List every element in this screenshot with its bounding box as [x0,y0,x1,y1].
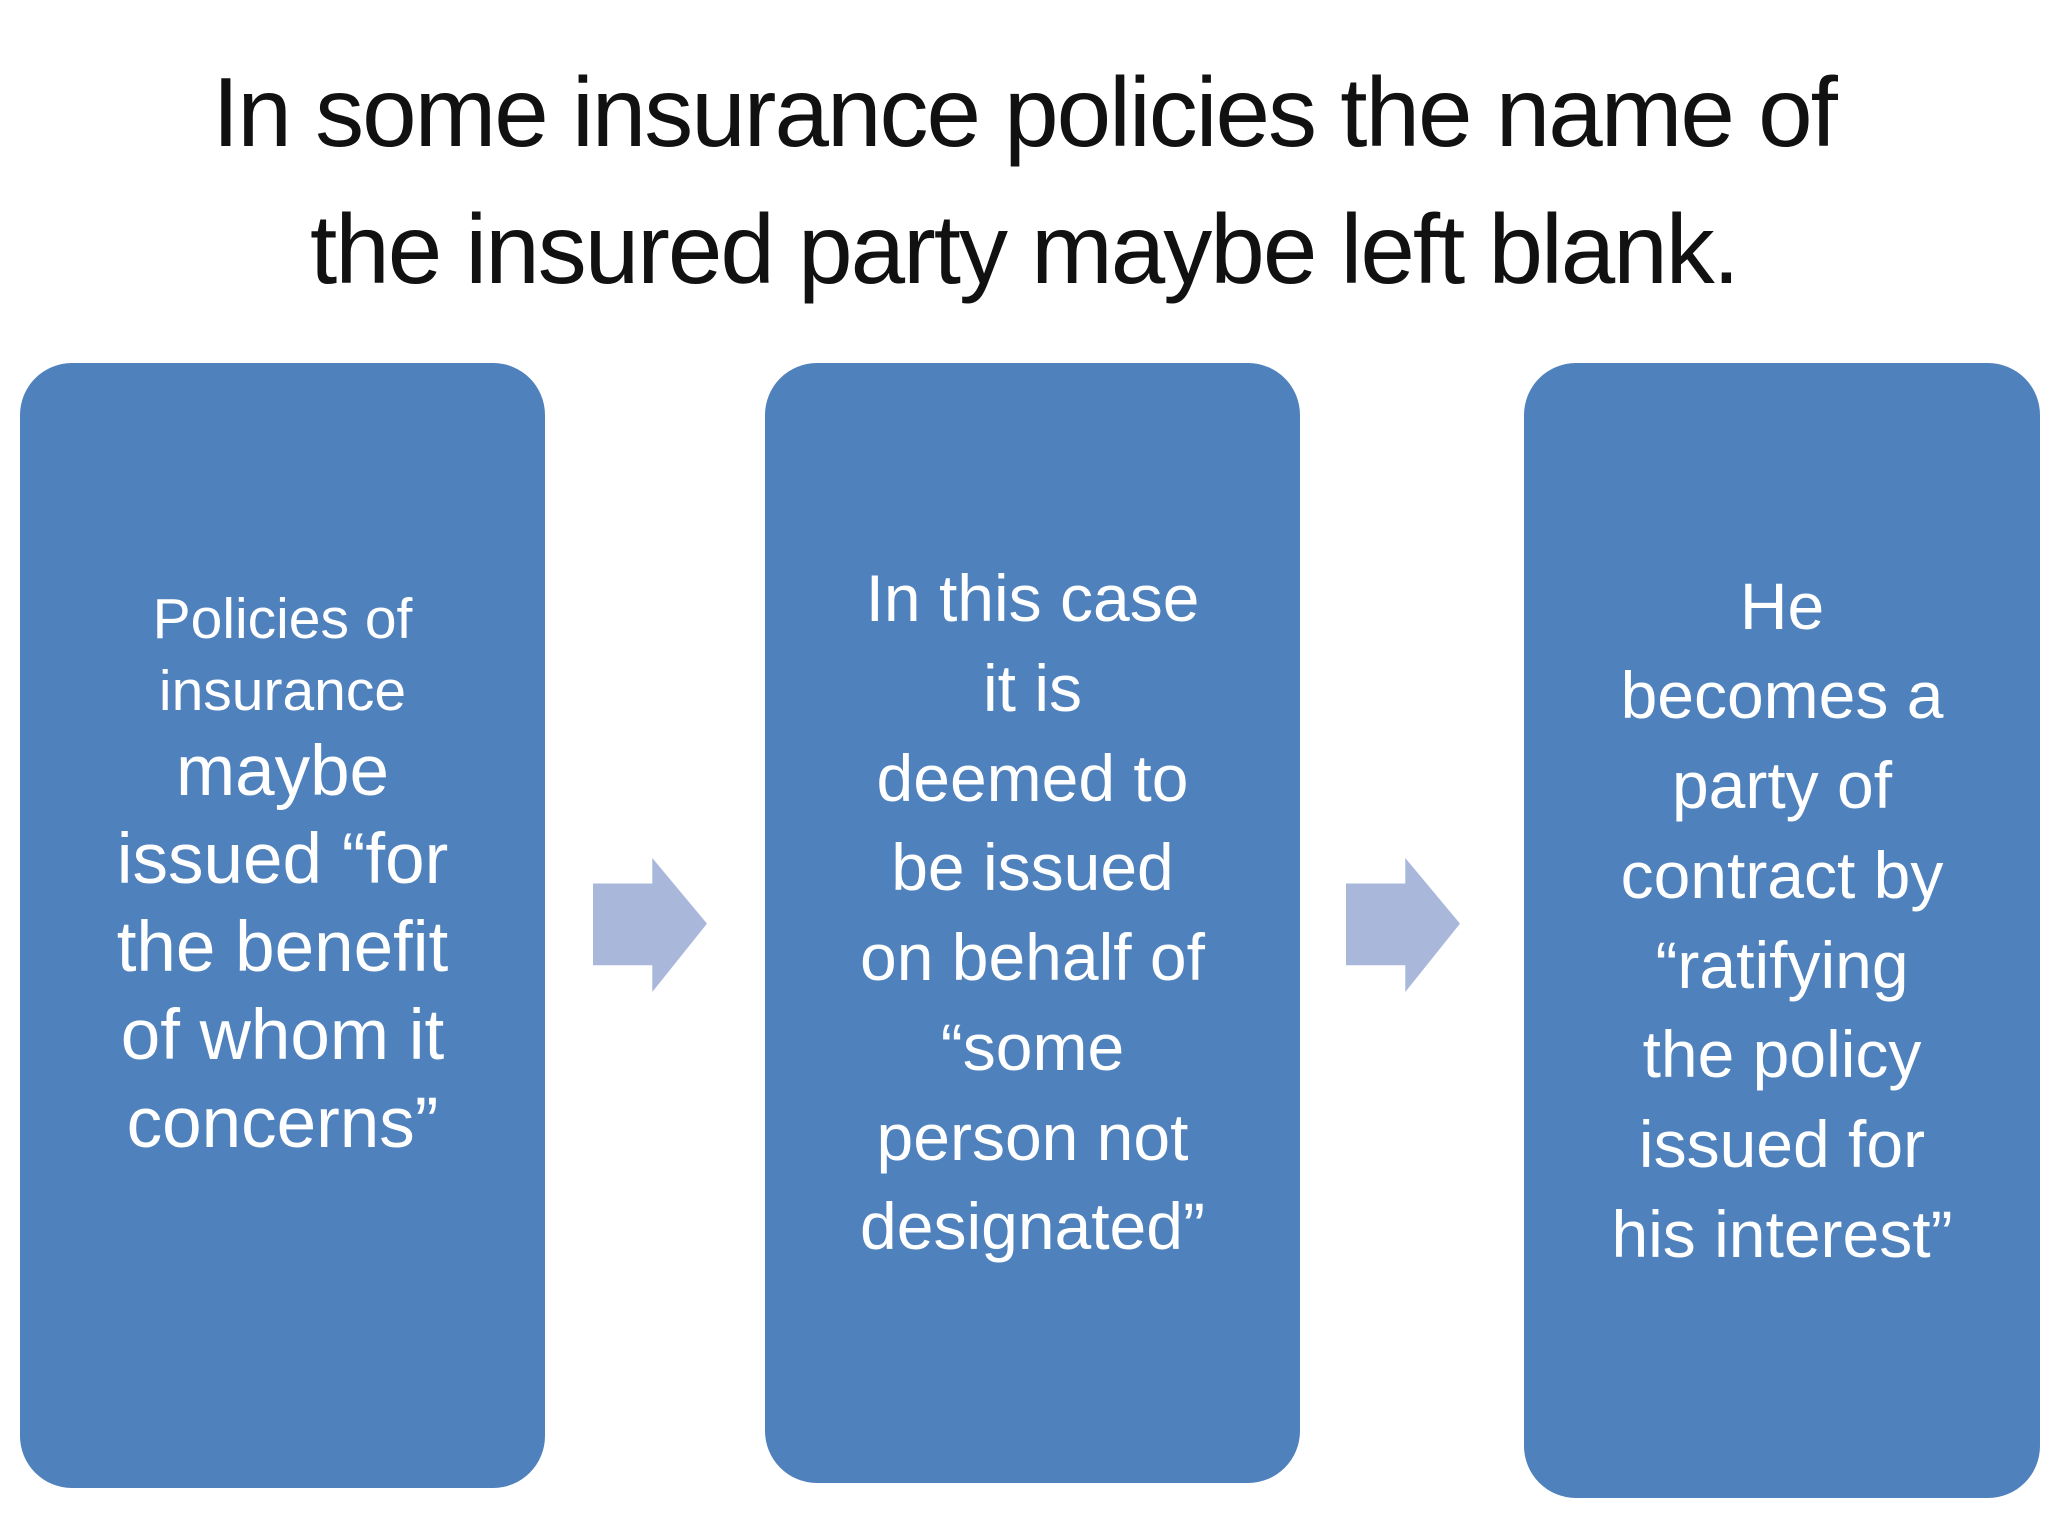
flow-box-policies-text-large: maybe issued “for the benefit of whom it… [116,731,449,1163]
right-arrow-icon [1346,858,1460,992]
flow-box-policies: Policies of insurance maybe issued “for … [20,363,545,1488]
right-arrow-icon [593,858,707,992]
flow-box-policies-text-small: Policies of insurance [152,587,413,724]
flow-box-policies-text: Policies of insurance maybe issued “for … [20,363,545,1488]
flow-box-deemed-issued-text: In this case it is deemed to be issued o… [860,561,1205,1264]
flow-box-ratifying-text: He becomes a party of contract by “ratif… [1611,568,1953,1271]
flow-box-deemed-issued: In this case it is deemed to be issued o… [765,363,1300,1483]
slide-title: In some insurance policies the name of t… [212,57,1838,305]
flow-box-ratifying: He becomes a party of contract by “ratif… [1524,363,2040,1498]
